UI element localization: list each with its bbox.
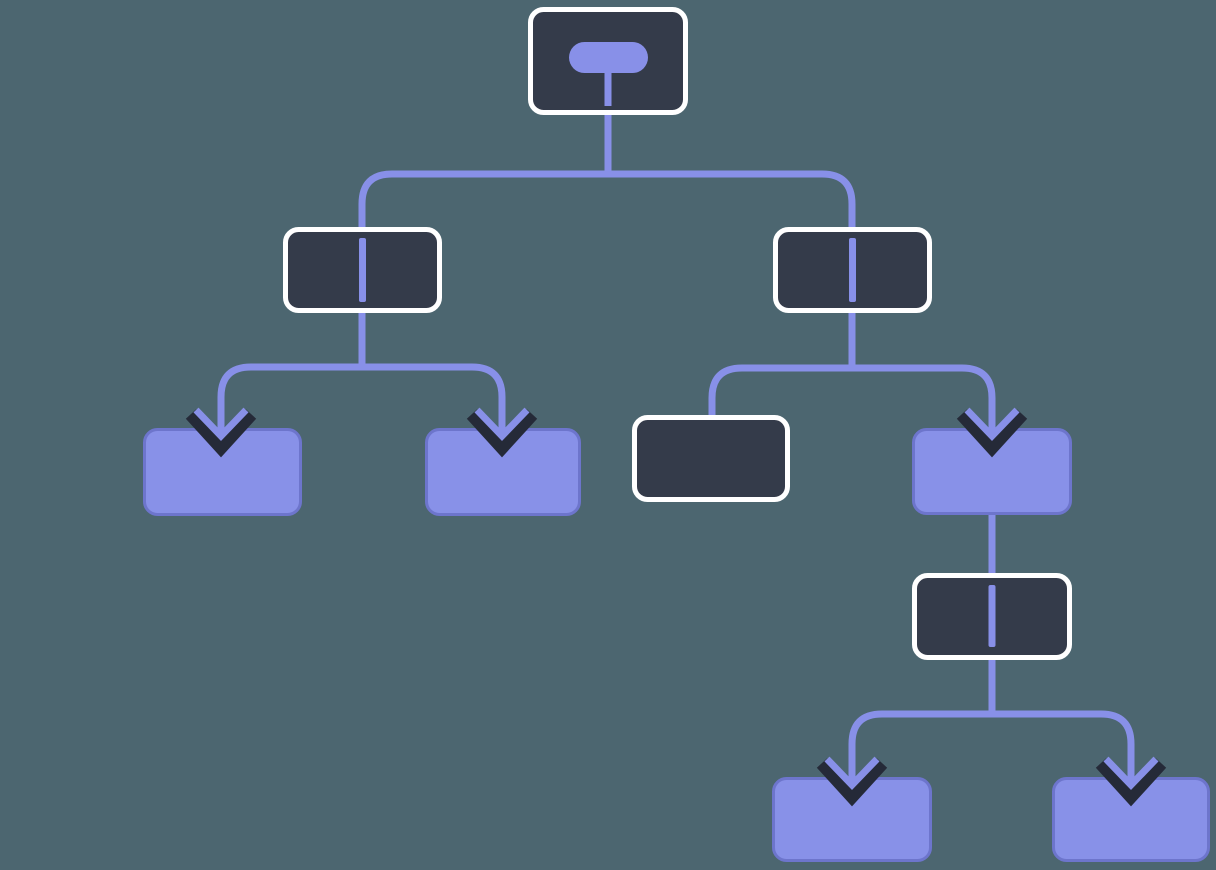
arrowhead-purple-chevron-icon [1103, 756, 1159, 791]
arrowhead-purple-chevron-icon [193, 407, 249, 442]
vertical-line-icon [849, 238, 856, 302]
root-pill-icon-stem [604, 70, 612, 106]
arrowhead-purple-chevron-icon [824, 756, 880, 791]
arrowhead-dark-chevron-icon [816, 758, 888, 807]
arrowhead-purple-chevron-icon [474, 407, 530, 442]
arrowhead-dark-chevron-icon [1095, 758, 1167, 807]
vertical-line-icon [359, 238, 366, 302]
arrowhead-dark-chevron-icon [185, 409, 257, 458]
node-node-plain-dark[interactable] [632, 415, 790, 502]
connector-split-bottom [848, 710, 1135, 781]
connector-split-right [708, 364, 996, 434]
arrowhead-dark-chevron-icon [956, 409, 1028, 458]
connector-split-top [358, 170, 856, 230]
arrowhead-dark-chevron-icon [466, 409, 538, 458]
vertical-line-icon [988, 585, 996, 647]
connector-split-left [217, 363, 506, 432]
root-pill-icon [569, 42, 648, 73]
arrowhead-purple-chevron-icon [964, 407, 1020, 442]
